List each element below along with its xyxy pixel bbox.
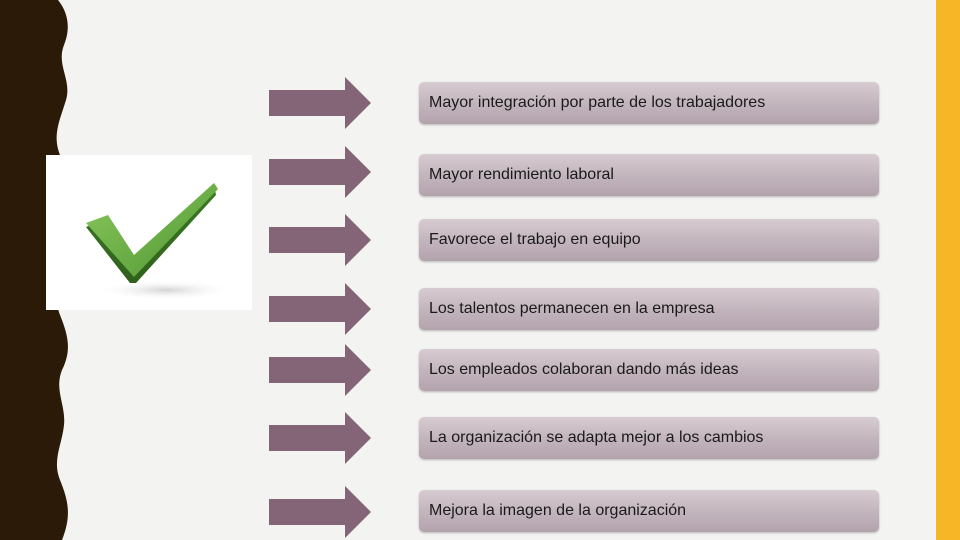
- benefit-item-2: Mayor rendimiento laboral: [419, 154, 879, 196]
- arrow-3: [269, 214, 371, 266]
- green-checkmark-icon: [86, 183, 236, 300]
- right-arrow-icon: [269, 77, 371, 129]
- benefit-item-3: Favorece el trabajo en equipo: [419, 219, 879, 261]
- right-arrow-icon: [269, 486, 371, 538]
- right-arrow-icon: [269, 344, 371, 396]
- right-arrow-icon: [269, 146, 371, 198]
- right-arrow-icon: [269, 214, 371, 266]
- left-decorative-border: [0, 0, 68, 540]
- right-arrow-icon: [269, 283, 371, 335]
- arrow-2: [269, 146, 371, 198]
- benefit-item-7: Mejora la imagen de la organización: [419, 490, 879, 532]
- benefit-item-4: Los talentos permanecen en la empresa: [419, 288, 879, 330]
- arrow-7: [269, 486, 371, 538]
- benefit-item-5: Los empleados colaboran dando más ideas: [419, 349, 879, 391]
- arrow-4: [269, 283, 371, 335]
- arrow-6: [269, 412, 371, 464]
- benefit-item-6: La organización se adapta mejor a los ca…: [419, 417, 879, 459]
- checkmark-image: [46, 155, 252, 310]
- right-accent-bar: [936, 0, 960, 540]
- right-arrow-icon: [269, 412, 371, 464]
- arrow-5: [269, 344, 371, 396]
- benefit-item-1: Mayor integración por parte de los traba…: [419, 82, 879, 124]
- arrow-1: [269, 77, 371, 129]
